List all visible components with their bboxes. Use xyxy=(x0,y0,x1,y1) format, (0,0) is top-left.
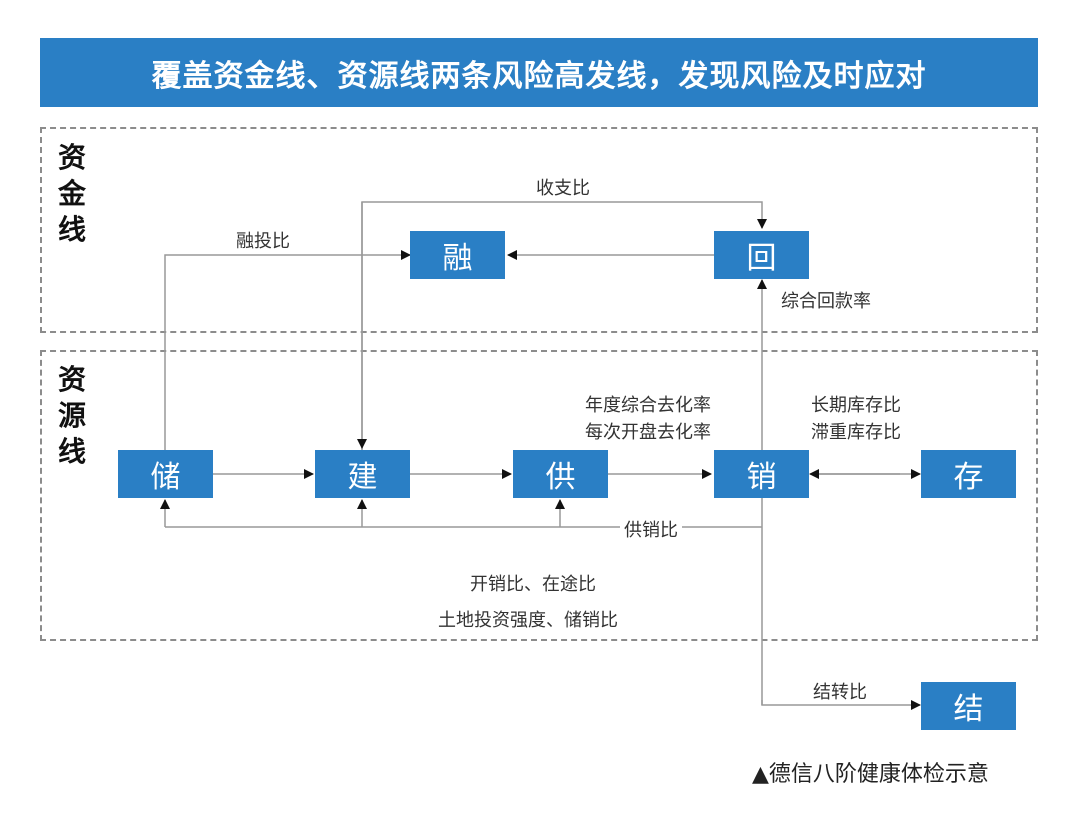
node-xiao-label: 销 xyxy=(746,460,777,495)
rongtou-connector xyxy=(164,250,411,450)
label-changqi-kucun: 长期库存比 xyxy=(811,395,901,416)
node-rong-label: 融 xyxy=(442,241,473,276)
label-jiezhuan: 结转比 xyxy=(813,682,867,703)
node-gong: 供 xyxy=(513,450,608,498)
capital-line-section xyxy=(40,127,1038,333)
to-jie-connector xyxy=(761,700,921,710)
node-chu-label: 储 xyxy=(150,460,181,495)
node-xiao: 销 xyxy=(714,450,809,498)
label-tudi-chuxiao: 土地投资强度、储销比 xyxy=(438,610,618,631)
page-title: 覆盖资金线、资源线两条风险高发线，发现风险及时应对 xyxy=(151,58,927,94)
node-hui: 回 xyxy=(714,231,809,279)
label-meici-quhua: 每次开盘去化率 xyxy=(585,422,711,443)
label-zhizhong-kucun: 滞重库存比 xyxy=(811,422,901,443)
resource-line-section xyxy=(40,350,1038,641)
label-shouzhi: 收支比 xyxy=(536,178,590,199)
capital-line-label: 资金线 xyxy=(52,140,92,248)
node-cun: 存 xyxy=(921,450,1016,498)
label-gongxiao: 供销比 xyxy=(620,516,682,542)
label-kaixiao-zaitu: 开销比、在途比 xyxy=(470,574,596,595)
node-jian-label: 建 xyxy=(347,460,378,495)
label-zonghe-huikuan: 综合回款率 xyxy=(781,291,871,312)
node-rong: 融 xyxy=(410,231,505,279)
label-niandu-quhua: 年度综合去化率 xyxy=(585,395,711,416)
node-hui-label: 回 xyxy=(746,241,777,276)
capital-line-label-text: 资金线 xyxy=(57,141,86,246)
node-jie-label: 结 xyxy=(953,692,984,727)
node-jie: 结 xyxy=(921,682,1016,730)
resource-line-label-text: 资源线 xyxy=(57,363,86,468)
title-banner: 覆盖资金线、资源线两条风险高发线，发现风险及时应对 xyxy=(40,38,1038,107)
node-cun-label: 存 xyxy=(953,460,984,495)
resource-line-label: 资源线 xyxy=(52,362,92,470)
node-chu: 储 xyxy=(118,450,213,498)
footer-caption: ▲德信八阶健康体检示意 xyxy=(752,762,989,787)
node-jian: 建 xyxy=(315,450,410,498)
label-rongtou: 融投比 xyxy=(236,231,290,252)
node-gong-label: 供 xyxy=(545,460,576,495)
